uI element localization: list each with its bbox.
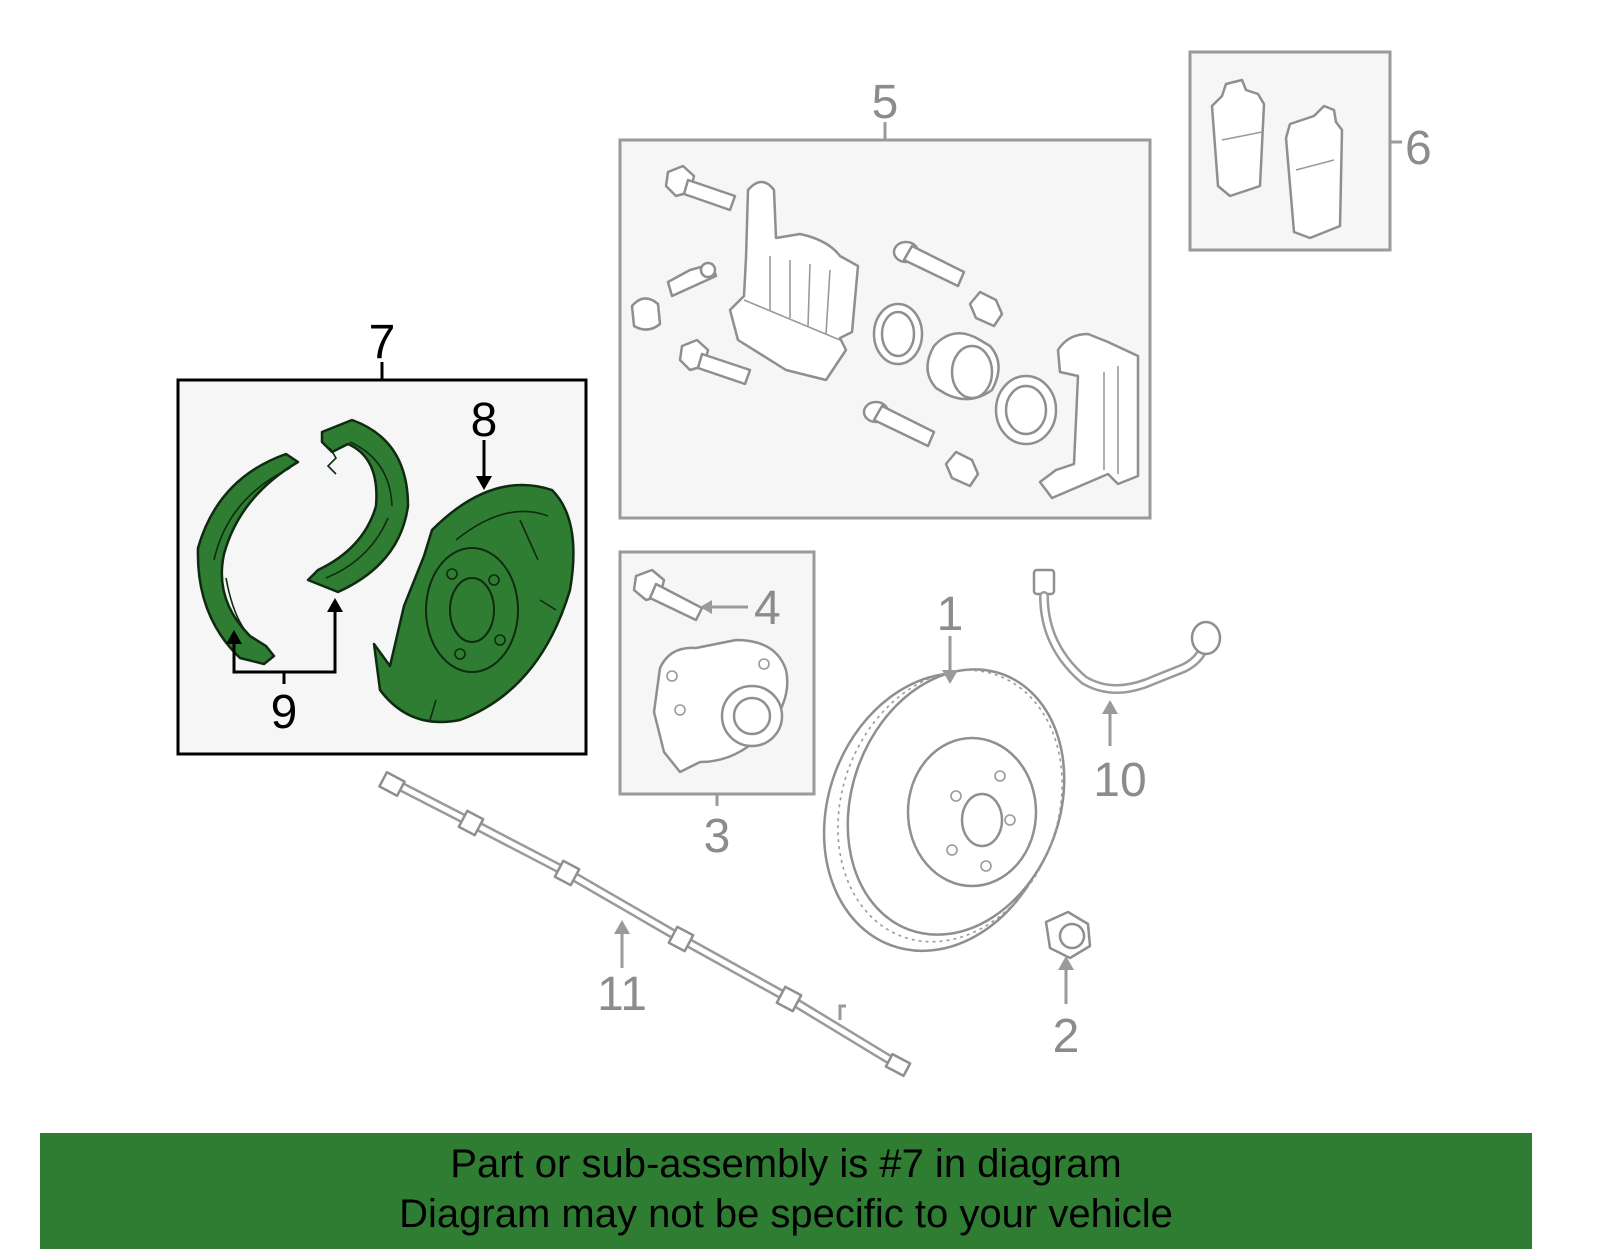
wear-sensor[interactable] — [378, 770, 912, 1078]
bleeder-screw — [666, 261, 718, 298]
caliper-bolt-lower — [678, 338, 752, 386]
callout-3: 3 — [704, 810, 731, 863]
brake-pads-group[interactable] — [1188, 50, 1402, 252]
banner-line-part: Part or sub-assembly is #7 in diagram — [450, 1142, 1122, 1186]
brake-pad-right — [1284, 104, 1344, 240]
brake-parts-diagram: 5 6 7 8 9 4 3 1 10 11 2 — [176, 50, 1432, 1078]
brake-shoe-left — [196, 452, 300, 666]
banner-line-disclaimer: Diagram may not be specific to your vehi… — [399, 1192, 1173, 1236]
callout-6: 6 — [1405, 122, 1432, 175]
callout-9: 9 — [271, 686, 298, 739]
guide-pin-upper — [892, 240, 966, 288]
brake-rotor[interactable] — [786, 636, 1100, 984]
caliper-piston — [926, 332, 1000, 401]
guide-pin-boot-lower — [944, 450, 980, 488]
brake-shoe-right — [306, 418, 410, 594]
callout-1: 1 — [937, 588, 964, 641]
callout-4-arrow — [700, 600, 748, 614]
guide-pin-boot-upper — [968, 290, 1004, 328]
caliper-housing — [728, 180, 860, 382]
brake-hose[interactable] — [1032, 568, 1222, 746]
callout-2: 2 — [1053, 1010, 1080, 1063]
notice-banner: Part or sub-assembly is #7 in diagram Di… — [40, 1133, 1532, 1249]
bleeder-cap — [630, 297, 662, 331]
hub-bearing — [652, 638, 789, 774]
caliper-kit-group[interactable] — [618, 122, 1152, 520]
caliper-bolt-upper — [664, 164, 737, 212]
backing-plate — [372, 483, 575, 724]
callout-9-bracket — [226, 598, 343, 684]
piston-seal — [872, 302, 924, 366]
hub-bolt — [632, 568, 704, 622]
callout-8-arrow — [476, 440, 492, 490]
callout-5: 5 — [872, 76, 899, 129]
parking-brake-kit-group[interactable] — [176, 362, 588, 756]
callout-8: 8 — [471, 394, 498, 447]
callout-7: 7 — [369, 316, 396, 369]
callout-4: 4 — [754, 582, 781, 635]
callout-10: 10 — [1093, 754, 1146, 807]
brake-pad-left — [1210, 78, 1266, 198]
callout-11: 11 — [597, 968, 647, 1021]
caliper-bracket — [1038, 332, 1140, 500]
dust-boot — [994, 374, 1058, 446]
hub-assembly-group[interactable] — [618, 550, 816, 806]
hub-nut[interactable] — [1044, 910, 1092, 1004]
guide-pin-lower — [862, 400, 936, 448]
